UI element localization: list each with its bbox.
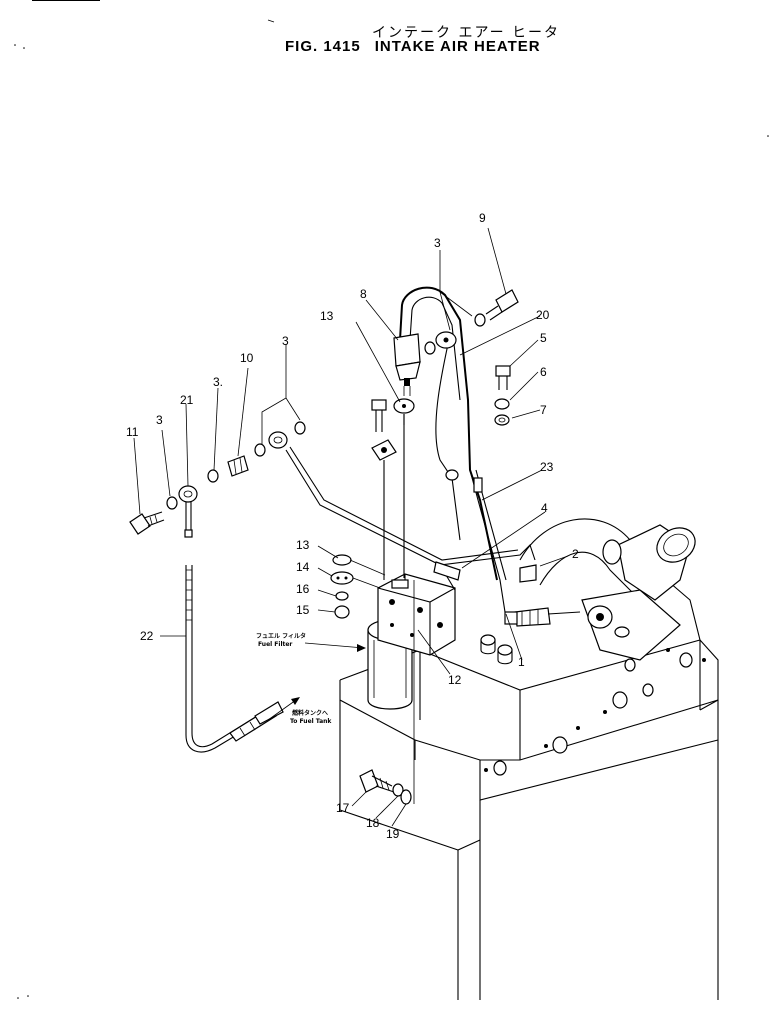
callout-11: 11 <box>126 425 139 439</box>
bushings <box>480 634 513 665</box>
bolt-upper <box>371 399 387 432</box>
solenoid-valve-block <box>377 573 456 656</box>
callout-15: 15 <box>296 603 310 617</box>
note-fuel-filter-jp: フュエル フィルタ <box>256 632 306 640</box>
callout-23: 23 <box>540 460 554 474</box>
heater-plug <box>504 607 581 627</box>
wiring-harness <box>399 286 507 613</box>
callout-12: 12 <box>448 673 462 687</box>
callout-3-mid: 3 <box>282 334 289 348</box>
intake-manifold <box>519 518 701 661</box>
bolt-17-washers <box>359 769 412 805</box>
fuel-pipe-22 <box>185 565 284 753</box>
callout-8: 8 <box>360 287 367 301</box>
scan-edge-mark <box>32 0 100 1</box>
callout-3-left: 3. <box>213 375 223 389</box>
callout-4: 4 <box>541 501 548 515</box>
fuel-pipe-4 <box>285 446 537 591</box>
scan-specks <box>14 19 769 999</box>
callout-18: 18 <box>366 816 380 830</box>
callout-7: 7 <box>540 403 547 417</box>
small-parts-stack <box>330 554 386 619</box>
callout-19: 19 <box>386 827 400 841</box>
callout-6: 6 <box>540 365 547 379</box>
note-fuel-tank-jp: 燃料タンクへ <box>292 709 328 717</box>
callout-22: 22 <box>140 629 154 643</box>
relay-connector <box>393 333 421 396</box>
callout-1: 1 <box>518 655 525 669</box>
callout-10: 10 <box>240 351 254 365</box>
callout-3-top: 3 <box>434 236 441 250</box>
callout-21: 21 <box>180 393 194 407</box>
annotation-notes: フュエル フィルタ Fuel Filter 燃料タンクへ To Fuel Tan… <box>256 632 332 725</box>
figure-title: FIG. 1415 INTAKE AIR HEATER <box>285 38 541 55</box>
callout-20: 20 <box>536 308 550 322</box>
callout-14: 14 <box>296 560 310 574</box>
leader-lines <box>133 227 569 827</box>
left-fittings <box>129 421 306 538</box>
bolt-9 <box>474 289 519 327</box>
bolt-5-washers <box>494 365 511 426</box>
figure-title-text: INTAKE AIR HEATER <box>374 38 541 55</box>
note-fuel-filter-en: Fuel Filter <box>258 641 292 648</box>
callout-3-far-left: 3 <box>156 413 163 427</box>
callout-5: 5 <box>540 331 547 345</box>
figure-number: FIG. 1415 <box>285 38 361 55</box>
callout-labels: 9 3 8 20 13 5 3 10 6 3. 21 7 3 11 23 4 1… <box>126 211 579 841</box>
note-fuel-tank-en: To Fuel Tank <box>290 718 332 725</box>
callout-13-left: 13 <box>296 538 310 552</box>
eye-terminals <box>371 331 457 580</box>
title-japanese: インテーク エアー ヒータ <box>372 25 561 41</box>
callout-13-top: 13 <box>320 309 334 323</box>
callout-9: 9 <box>479 211 486 225</box>
callout-16: 16 <box>296 582 310 596</box>
callout-17: 17 <box>336 801 350 815</box>
callout-2: 2 <box>572 547 579 561</box>
